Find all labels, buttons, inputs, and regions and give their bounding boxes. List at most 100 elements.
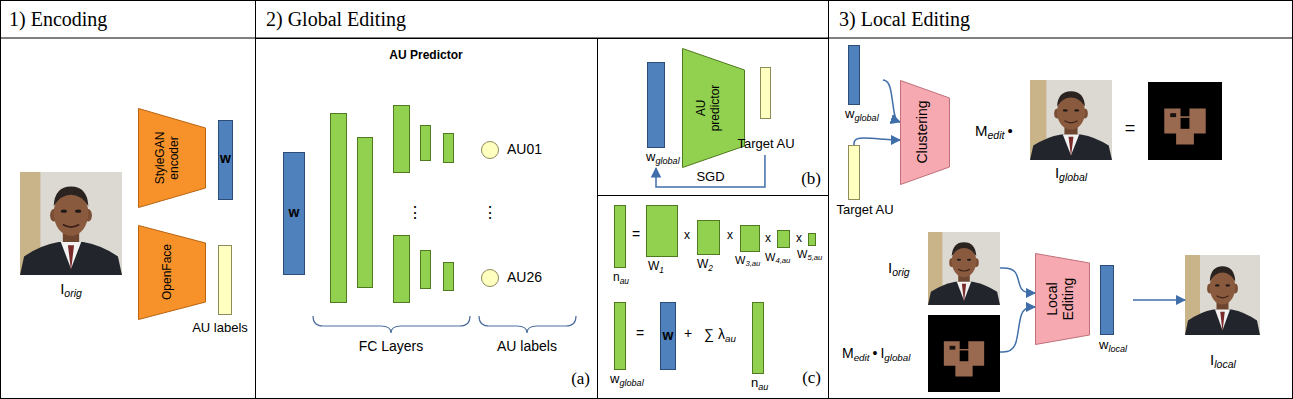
caption-text: AU26 (507, 269, 542, 285)
annotation-label: + (684, 325, 692, 341)
fc-layer (394, 106, 410, 173)
node-caption: 2) Global Editing (266, 8, 406, 31)
node-caption: W1 (648, 260, 664, 275)
circle-shape (481, 269, 499, 287)
fc-layer (358, 138, 373, 288)
network-block: Clustering (900, 80, 950, 185)
trapezoid-outline (683, 49, 745, 168)
caption-text: W (697, 257, 708, 271)
caption-text: w (289, 204, 300, 220)
node-caption: Iorig (60, 280, 82, 299)
label-text: x (796, 231, 802, 245)
caption-text: AU predictor (694, 85, 722, 132)
label-text: x (684, 228, 690, 242)
node-caption: Target AU (836, 203, 893, 218)
node-caption: AU Predictor (389, 49, 462, 63)
fc-layer (421, 126, 431, 161)
circle-shape (481, 141, 499, 159)
node-caption: AU predictor (695, 76, 723, 140)
caption-text: 1 (659, 265, 664, 275)
annotation-label: = (1125, 118, 1136, 139)
fc-layer (394, 236, 410, 303)
node-caption: Target AU (737, 137, 794, 152)
caption-text: 1) Encoding (9, 8, 107, 30)
face-photo (1030, 80, 1112, 160)
vector-bar: W3,au (733, 225, 763, 271)
annotation-label: x (684, 229, 690, 243)
network-block: OpenFace (138, 225, 206, 320)
caption-text: w (1099, 337, 1108, 352)
label-text: • (1007, 122, 1012, 139)
node-caption: (a) (571, 369, 590, 389)
caption-text: global (619, 378, 643, 388)
node-caption: OpenFace (161, 232, 175, 312)
caption-text: w (646, 149, 655, 164)
connector-arrow (656, 155, 765, 187)
image-node: Iorig (20, 172, 122, 301)
node-caption: (c) (802, 368, 821, 388)
panel-frame: wglobalTarget AUClusteringIglobalIorigMe… (828, 0, 1293, 399)
vector-bar: W2 (695, 220, 722, 276)
caption-text: global (655, 156, 679, 166)
node-caption: StyleGAN encoder (154, 116, 182, 200)
annotation-label: ⋮ (482, 204, 498, 222)
label-text: FC Layers (359, 338, 424, 354)
fc-layer (421, 251, 431, 289)
annotation-label: AU labels (497, 338, 557, 354)
bar-shape (646, 205, 678, 257)
annotation-label: ∑ λau (704, 326, 736, 344)
caption-text: 5,au (807, 253, 822, 262)
annotation-label: Medit• (975, 122, 1016, 141)
label-text: + (684, 325, 692, 341)
trapezoid-outline (139, 109, 206, 208)
vector-bar: Target AU (830, 145, 896, 223)
node-caption: W5,au (797, 248, 822, 263)
node-caption: AU26 (507, 269, 542, 285)
node-caption: AU labels (192, 321, 248, 336)
label-text: AU labels (497, 338, 557, 354)
caption-text: I (880, 345, 884, 361)
label-text: = (636, 325, 644, 341)
image-node: Iorig (886, 232, 1000, 305)
bar-shape (218, 245, 232, 315)
vector-bar: w (218, 120, 233, 200)
caption-text: orig (64, 287, 82, 299)
bar-shape (614, 302, 626, 370)
annotation-label: FC Layers (359, 338, 424, 354)
edge-label: SGD (694, 170, 726, 185)
caption-text: 2 (708, 263, 713, 273)
bar-shape (647, 62, 665, 148)
au-output: AU01 (481, 139, 561, 160)
node-caption: w (663, 327, 674, 343)
face-photo (928, 232, 1000, 305)
bar-shape (808, 233, 816, 246)
annotation-label: ⋮ (407, 204, 423, 222)
caption-text: StyleGAN encoder (153, 132, 181, 185)
caption-text: w (663, 327, 674, 343)
brace (479, 316, 576, 333)
caption-text: I (888, 259, 892, 276)
caption-text: • (872, 345, 877, 361)
au-output: AU26 (481, 267, 561, 288)
vector-bar: AU labels (186, 245, 252, 340)
label-text: M (975, 122, 988, 139)
label-text: ⋮ (482, 204, 498, 221)
caption-text: Clustering (914, 100, 930, 163)
panel-frame: Iorig StyleGAN encoder wOpenFace AU labels 1… (0, 0, 256, 399)
node-caption: wglobal (845, 107, 879, 123)
node-caption: Clustering (914, 86, 930, 178)
label-text: x (727, 228, 733, 242)
fc-layers (331, 106, 454, 303)
image-node: Ilocal (1185, 255, 1261, 373)
caption-text: AU Predictor (389, 48, 462, 62)
caption-text: Local Editing (1044, 278, 1076, 321)
node-caption: 3) Local Editing (839, 8, 970, 31)
caption-text: w (220, 150, 231, 166)
caption-text: edit (854, 352, 870, 363)
caption-text: orig (892, 266, 910, 278)
vector-bar: nau (610, 205, 634, 293)
label-text: = (1125, 118, 1136, 138)
trapezoid-outline (139, 226, 206, 320)
face-photo (20, 172, 122, 275)
